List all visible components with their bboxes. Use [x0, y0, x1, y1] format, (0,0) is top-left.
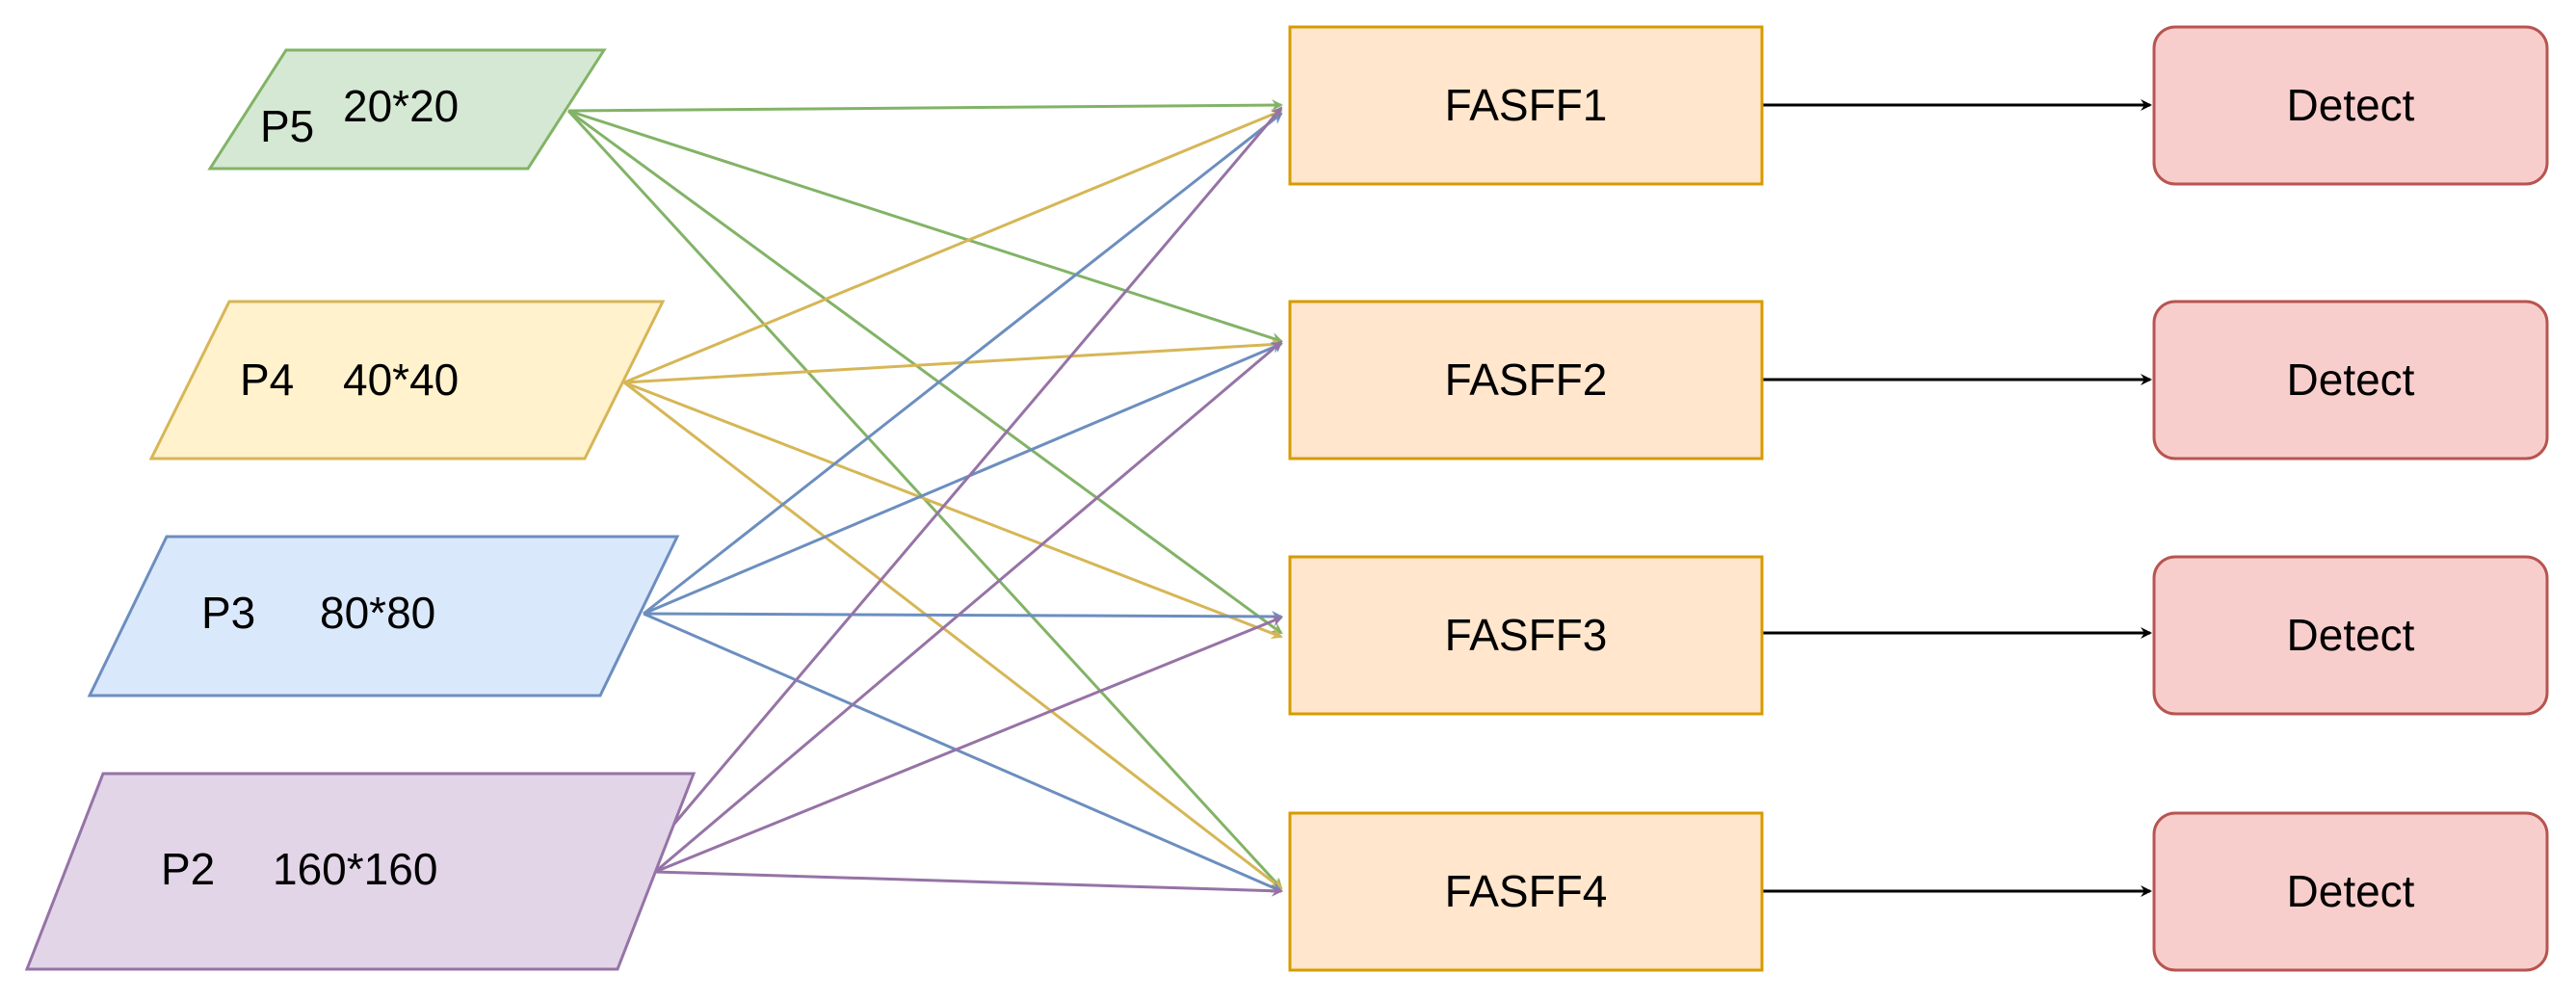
- input-p5-shape: [207, 48, 607, 171]
- detect4-label: Detect: [2287, 866, 2415, 916]
- input-p5-name: P5: [260, 101, 314, 151]
- connector-p4-fasff4: [623, 381, 1283, 890]
- input-p4-shape: [148, 300, 666, 461]
- connector-p2-fasff4: [654, 870, 1283, 897]
- connector-p5-fasff3: [567, 109, 1283, 635]
- connector-p2-fasff3: [654, 616, 1283, 874]
- detect4-block: Detect: [2152, 811, 2549, 972]
- input-to-fusion-connections: [566, 99, 1283, 897]
- input-p2-name: P2: [161, 844, 215, 894]
- input-p3: P3 80*80: [87, 535, 680, 697]
- input-p3-shape: [87, 535, 680, 697]
- input-p2-shape: [24, 772, 697, 971]
- input-p2: P2 160*160: [24, 772, 697, 971]
- detect3-block: Detect: [2152, 555, 2549, 716]
- input-p3-name: P3: [201, 588, 255, 638]
- fasff3-label: FASFF3: [1445, 610, 1608, 660]
- connector-p5-fasff2: [567, 109, 1283, 344]
- connector-p3-fasff1: [643, 112, 1283, 616]
- fasff4-box: [1288, 811, 1764, 972]
- input-p5: P5 20*20: [207, 48, 607, 171]
- detect2-box: [2152, 300, 2549, 461]
- connector-p2-fasff1: [672, 106, 1283, 825]
- input-p4-size: 40*40: [343, 355, 459, 405]
- detect3-label: Detect: [2287, 610, 2415, 660]
- connector-p5-fasff1: [567, 99, 1283, 113]
- input-p5-size: 20*20: [343, 81, 459, 131]
- connector-p3-fasff4: [643, 612, 1283, 893]
- fusion-to-detect-connections: [1763, 99, 2152, 897]
- detect2-label: Detect: [2287, 355, 2415, 405]
- connector-p2-fasff2: [654, 340, 1283, 874]
- connector-p4-fasff2: [623, 338, 1283, 384]
- detect4-box: [2152, 811, 2549, 972]
- fasff4-block: FASFF4: [1288, 811, 1764, 972]
- connector-p4-fasff1: [623, 109, 1283, 384]
- connector-p3-fasff3: [643, 610, 1283, 622]
- fasff3-box: [1288, 555, 1764, 716]
- fasff2-label: FASFF2: [1445, 355, 1608, 405]
- fasff3-block: FASFF3: [1288, 555, 1764, 716]
- input-p3-size: 80*80: [320, 588, 435, 638]
- fasff1-label: FASFF1: [1445, 80, 1608, 130]
- input-p4-name: P4: [240, 355, 294, 405]
- connector-p4-fasff3: [623, 381, 1283, 639]
- input-p4: P4 40*40: [148, 300, 666, 461]
- detect1-label: Detect: [2287, 80, 2415, 130]
- detect1-block: Detect: [2152, 25, 2549, 186]
- fasff2-block: FASFF2: [1288, 300, 1764, 461]
- fasff1-block: FASFF1: [1288, 25, 1764, 186]
- detect1-box: [2152, 25, 2549, 186]
- input-p2-size: 160*160: [273, 844, 437, 894]
- fasff2-box: [1288, 300, 1764, 461]
- connector-p3-fasff2: [643, 342, 1283, 616]
- fasff4-label: FASFF4: [1445, 866, 1608, 916]
- detect3-box: [2152, 555, 2549, 716]
- fasff1-box: [1288, 25, 1764, 186]
- detect2-block: Detect: [2152, 300, 2549, 461]
